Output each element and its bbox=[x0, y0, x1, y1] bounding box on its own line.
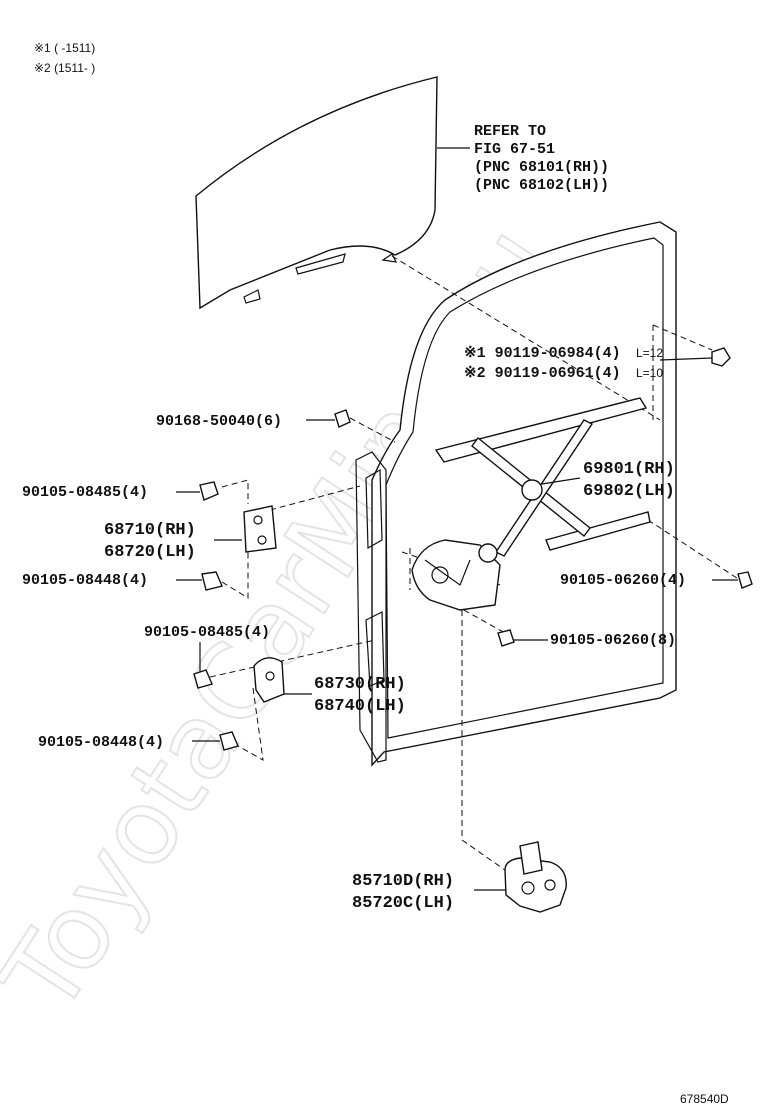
glass-bolt-1-label: ※1 90119-06984(4) bbox=[464, 345, 621, 362]
motor-rh-label: 85710D(RH) bbox=[352, 872, 454, 891]
upper-hinge-bolt-b-label: 90105-08448(4) bbox=[22, 572, 148, 589]
glass-ref-line3: (PNC 68101(RH)) bbox=[474, 159, 609, 176]
regulator-motor-group: 85710D(RH) 85720C(LH) bbox=[352, 841, 567, 913]
regulator-bolt-icon bbox=[497, 629, 515, 647]
clip-icon bbox=[334, 409, 351, 428]
note-1: ※1 ( -1511) bbox=[34, 41, 95, 55]
glass-bolt-1-length: L=12 bbox=[636, 346, 663, 360]
upper-hinge-lh-label: 68720(LH) bbox=[104, 543, 196, 562]
glass-bolt-2-length: L=10 bbox=[636, 366, 663, 380]
regulator-bolt-label: 90105-06260(8) bbox=[550, 632, 676, 649]
motor-lh-label: 85720C(LH) bbox=[352, 894, 454, 913]
lower-hinge-bolt-a-icon bbox=[193, 669, 213, 689]
regulator-callout: 69801(RH) 69802(LH) bbox=[541, 460, 675, 501]
glass-ref-line2: FIG 67-51 bbox=[474, 141, 555, 158]
glass-reference-callout: REFER TO FIG 67-51 (PNC 68101(RH)) (PNC … bbox=[437, 123, 609, 194]
lower-hinge-rh-label: 68730(RH) bbox=[314, 675, 406, 694]
lower-hinge-group: 68730(RH) 68740(LH) bbox=[253, 657, 406, 716]
lower-hinge-bolt-a-group: 90105-08485(4) bbox=[144, 624, 270, 689]
lower-hinge-bolt-a-label: 90105-08485(4) bbox=[144, 624, 270, 641]
lower-hinge-bolt-b-icon bbox=[219, 731, 239, 751]
upper-hinge-rh-label: 68710(RH) bbox=[104, 521, 196, 540]
upper-hinge-bolt-a-icon bbox=[199, 481, 219, 501]
regulator-rh-label: 69801(RH) bbox=[583, 460, 675, 479]
regulator-rail-bolt-icon bbox=[737, 571, 753, 589]
glass-bolt-group: ※1 90119-06984(4) L=12 ※2 90119-06961(4)… bbox=[464, 345, 731, 382]
glass-ref-line1: REFER TO bbox=[474, 123, 546, 140]
regulator-rail-bolt-group: 90105-06260(4) bbox=[560, 571, 753, 589]
figure-id: 678540D bbox=[680, 1092, 729, 1106]
lower-hinge-lh-label: 68740(LH) bbox=[314, 697, 406, 716]
window-regulator bbox=[411, 397, 651, 611]
glass-ref-line4: (PNC 68102(LH)) bbox=[474, 177, 609, 194]
trim-clip-label: 90168-50040(6) bbox=[156, 413, 282, 430]
upper-hinge-bolt-b-icon bbox=[201, 571, 223, 591]
upper-hinge-icon bbox=[243, 505, 277, 553]
regulator-lh-label: 69802(LH) bbox=[583, 482, 675, 501]
trim-clip-group: 90168-50040(6) bbox=[156, 409, 351, 430]
motor-icon bbox=[504, 857, 567, 913]
lower-hinge-bolt-b-label: 90105-08448(4) bbox=[38, 734, 164, 751]
upper-hinge-bolt-a-label: 90105-08485(4) bbox=[22, 484, 148, 501]
dashed-leaders bbox=[209, 255, 741, 871]
glass-bolt-icon bbox=[711, 347, 731, 367]
glass-bolt-2-label: ※2 90119-06961(4) bbox=[464, 365, 621, 382]
regulator-rail-bolt-label: 90105-06260(4) bbox=[560, 572, 686, 589]
lower-hinge-bolt-b-group: 90105-08448(4) bbox=[38, 731, 239, 751]
note-2: ※2 (1511- ) bbox=[34, 61, 95, 75]
upper-hinge-group: 90105-08485(4) 68710(RH) 68720(LH) 90105… bbox=[22, 481, 277, 591]
regulator-bolt-group: 90105-06260(8) bbox=[497, 629, 676, 649]
door-glass bbox=[195, 76, 438, 310]
